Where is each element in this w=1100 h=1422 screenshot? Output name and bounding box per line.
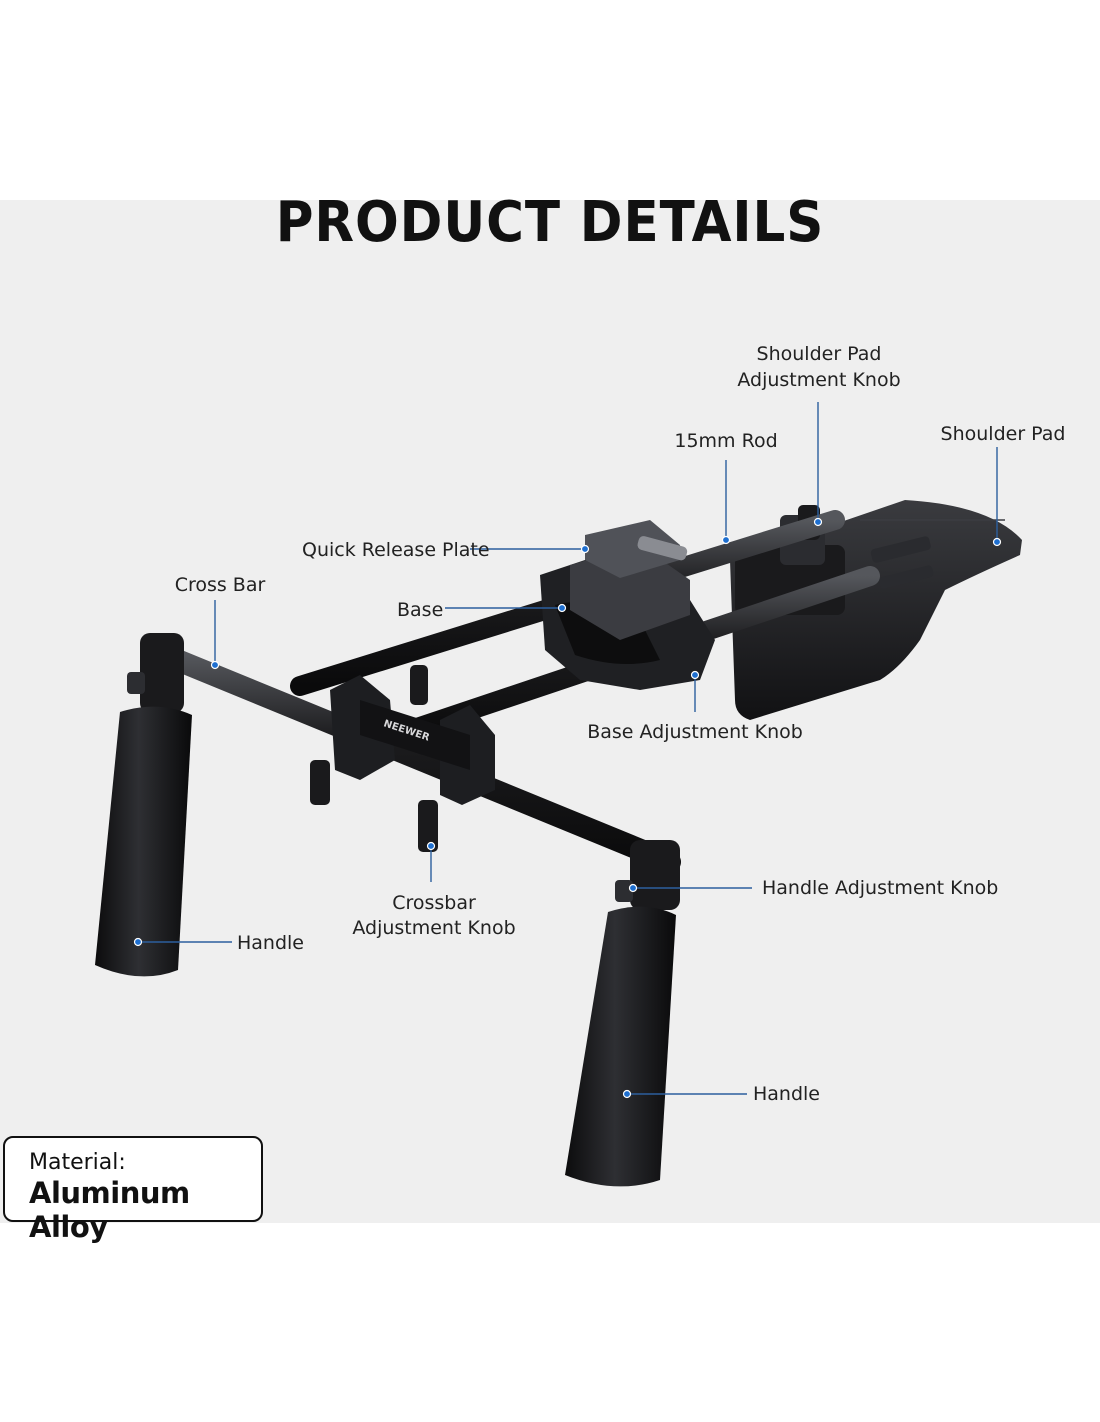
- cross-bar: [154, 644, 681, 873]
- label-shoulder-pad: Shoulder Pad: [940, 423, 1066, 445]
- label-crossbar-knob-2: Adjustment Knob: [352, 917, 516, 939]
- label-base-adjustment-knob: Base Adjustment Knob: [587, 721, 803, 743]
- label-handle-right: Handle: [753, 1083, 821, 1105]
- callout-dots: [133, 517, 1002, 1099]
- callout-lines: [138, 402, 998, 1095]
- left-handle: [95, 633, 192, 977]
- crossbar-clamp: NEEWER: [310, 665, 495, 852]
- label-15mm-rod: 15mm Rod: [674, 430, 778, 452]
- label-crossbar-knob-1: Crossbar: [392, 892, 476, 914]
- label-handle-adjustment-knob: Handle Adjustment Knob: [762, 877, 999, 899]
- label-shoulder-pad-knob-2: Adjustment Knob: [737, 369, 901, 391]
- material-value: Aluminum Alloy: [29, 1176, 190, 1244]
- label-shoulder-pad-knob-1: Shoulder Pad: [756, 343, 882, 365]
- label-cross-bar: Cross Bar: [174, 574, 266, 596]
- base-assembly: [540, 520, 715, 690]
- label-handle-left: Handle: [237, 932, 305, 954]
- material-badge: Material: Aluminum Alloy: [3, 1136, 263, 1244]
- label-base: Base: [397, 599, 444, 621]
- label-quick-release-plate: Quick Release Plate: [302, 539, 490, 561]
- page-title: PRODUCT DETAILS: [275, 190, 825, 255]
- right-handle: [565, 840, 680, 1187]
- background-panel: [0, 200, 1100, 1223]
- material-label: Material:: [29, 1150, 126, 1175]
